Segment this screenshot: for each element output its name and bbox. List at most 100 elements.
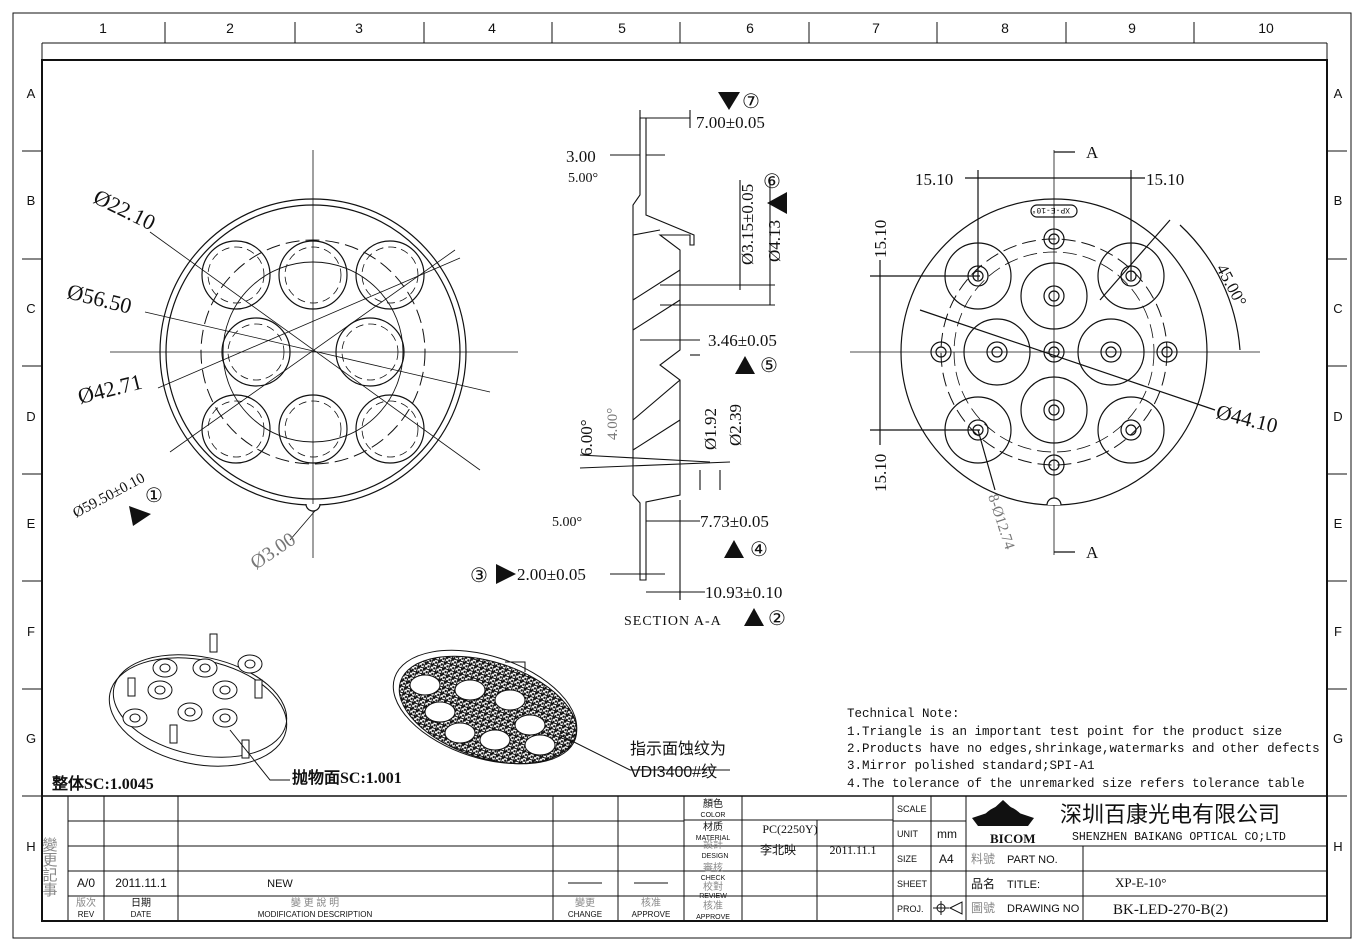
company-name-cn: 深圳百康光电有限公司 <box>1060 802 1280 827</box>
dim-label: Ø1.92 <box>701 408 720 450</box>
triangle-marker-icon <box>129 506 151 526</box>
title-label-en: TITLE: <box>1007 879 1040 891</box>
angle-label: 5.00° <box>552 515 582 530</box>
col-label: 1 <box>99 20 107 36</box>
note-item: 3.Mirror polished standard;SPI-A1 <box>847 759 1095 773</box>
dim-label: 3.46±0.05 <box>708 331 777 350</box>
note-item: 4.The tolerance of the unremarked size r… <box>847 777 1305 791</box>
test-marker: ④ <box>750 539 768 561</box>
texture-note-1: 指示面蚀纹为 <box>630 740 726 758</box>
back-view: XP-E-10° A A 15.10 15.10 15.10 15.10 45.… <box>850 143 1280 562</box>
rev-value: A/0 <box>77 876 95 890</box>
section-label: SECTION A-A <box>624 614 722 629</box>
note-item: 1.Triangle is an important test point fo… <box>847 725 1282 739</box>
angle-label: 45.00° <box>1212 261 1250 310</box>
col-label: 8 <box>1001 20 1009 36</box>
review-cn: 校對 <box>703 880 723 893</box>
unit-value: mm <box>937 827 957 841</box>
title-value: XP-E-10° <box>1115 875 1166 890</box>
row-label: B <box>1334 193 1343 208</box>
section-view: ⑦ 7.00±0.05 3.00 5.00° Ø3.15±0.05 Ø4.13 … <box>470 91 787 630</box>
color-cn: 顏色 <box>703 797 723 810</box>
triangle-marker-icon <box>718 92 740 110</box>
row-label: C <box>1333 301 1342 316</box>
drawing-label-en: DRAWING NO <box>1007 903 1080 915</box>
test-marker: ② <box>768 608 786 630</box>
row-label: D <box>26 409 35 424</box>
parabolic-scale: 抛物面SC:1.001 <box>292 768 402 787</box>
triangle-marker-icon <box>496 564 516 584</box>
row-labels: A B C D E F G H A B C D E F G H <box>26 86 1343 854</box>
dim-label: Ø2.39 <box>726 404 745 446</box>
iso-view-textured <box>392 649 730 771</box>
dim-label: Ø4.13 <box>765 220 784 262</box>
triangle-marker-icon <box>767 192 787 214</box>
header-approve-en: APPROVE <box>632 910 671 919</box>
material-value: PC(2250Y) <box>762 822 817 836</box>
triangle-marker-icon <box>744 608 764 626</box>
section-arrow-label: A <box>1086 543 1099 562</box>
test-marker: ① <box>145 485 163 507</box>
test-marker: ⑦ <box>742 91 760 113</box>
row-label: E <box>1334 516 1343 531</box>
title-label-cn: 品名 <box>971 876 995 891</box>
logo-text: BICOM <box>990 831 1036 846</box>
dim-label: 15.10 <box>871 454 890 492</box>
header-rev-en: REV <box>78 910 95 919</box>
row-label: C <box>26 301 35 316</box>
title-block <box>42 795 1327 921</box>
review-en: REVIEW <box>699 893 727 900</box>
dim-label: 15.10 <box>871 220 890 258</box>
check-cn: 審核 <box>703 861 723 874</box>
approve-en: APPROVE <box>696 914 730 921</box>
unit-label: UNIT <box>897 829 918 839</box>
note-item: 2.Products have no edges,shrinkage,water… <box>847 742 1320 756</box>
row-label: B <box>27 193 36 208</box>
col-label: 3 <box>355 20 363 36</box>
company-logo: BICOM <box>972 800 1036 846</box>
header-approve-cn: 核准 <box>641 896 661 909</box>
size-label: SIZE <box>897 854 917 864</box>
triangle-marker-icon <box>735 356 755 374</box>
dim-label: Ø3.15±0.05 <box>738 184 757 265</box>
size-value: A4 <box>939 852 954 866</box>
dim-label: 8-Ø12.74 <box>984 492 1017 552</box>
dim-label: Ø56.50 <box>65 279 134 319</box>
col-label: 2 <box>226 20 234 36</box>
company-name-en: SHENZHEN BAIKANG OPTICAL CO;LTD <box>1072 831 1286 844</box>
material-en: MATERIAL <box>696 835 731 842</box>
designer-name: 李北映 <box>760 842 796 857</box>
check-en: CHECK <box>701 875 726 882</box>
notch <box>1046 497 1062 506</box>
header-date-cn: 日期 <box>131 897 151 909</box>
notch <box>305 503 321 512</box>
header-desc-en: MODIFICATION DESCRIPTION <box>258 910 373 919</box>
header-change-cn: 變更 <box>575 896 595 909</box>
test-marker: ③ <box>470 565 488 587</box>
texture-note-2: VDI3400#纹 <box>630 763 717 781</box>
row-label: G <box>1333 731 1343 746</box>
col-label: 10 <box>1258 20 1274 36</box>
row-label: A <box>1334 86 1343 101</box>
notes-title: Technical Note: <box>847 707 960 721</box>
design-en: DESIGN <box>702 853 729 860</box>
col-label: 4 <box>488 20 496 36</box>
dim-label: 15.10 <box>915 170 953 189</box>
revision-side: 變更記事 <box>41 837 58 897</box>
dim-label: 2.00±0.05 <box>517 565 586 584</box>
dim-label: 10.93±0.10 <box>705 583 782 602</box>
col-label: 5 <box>618 20 626 36</box>
row-label: H <box>26 839 35 854</box>
header-change-en: CHANGE <box>568 910 602 919</box>
dim-label: 7.00±0.05 <box>696 113 765 132</box>
section-arrow-label: A <box>1086 143 1099 162</box>
angle-label: 5.00° <box>568 171 598 186</box>
material-cn: 材质 <box>703 820 723 833</box>
sheet-label: SHEET <box>897 879 928 889</box>
dim-label: Ø22.10 <box>90 184 160 235</box>
row-label: A <box>27 86 36 101</box>
dim-label: Ø44.10 <box>1214 400 1280 438</box>
angle-label: 6.00° <box>577 419 596 456</box>
row-label: D <box>1333 409 1342 424</box>
